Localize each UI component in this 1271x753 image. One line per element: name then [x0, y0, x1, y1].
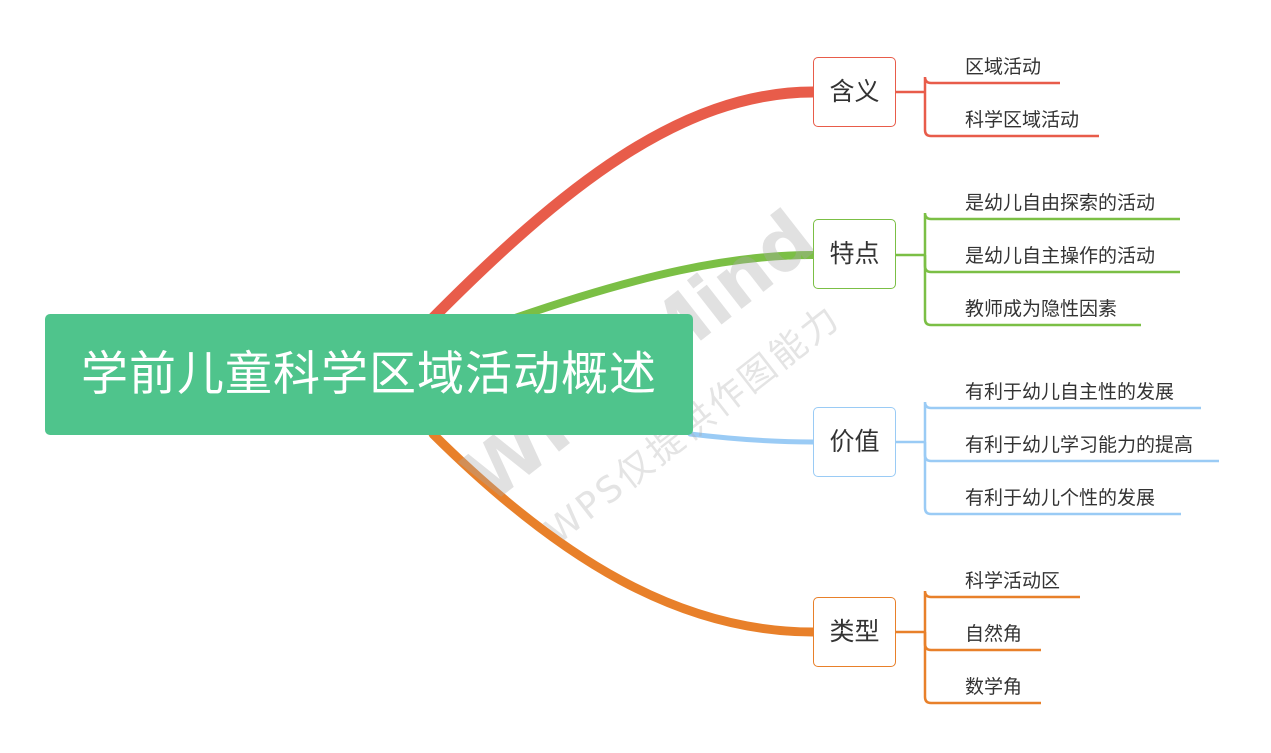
branch-leixing[interactable]: 类型 — [813, 597, 896, 667]
leaf-connector-0-1 — [923, 92, 1099, 138]
leaf-connector-1-2 — [923, 255, 1141, 327]
root-branch-curve-jiazhi — [687, 431, 816, 445]
leaf-connector-3-0 — [923, 590, 1080, 632]
leaf-jiazhi-3[interactable]: 有利于幼儿个性的发展 — [965, 487, 1156, 509]
leaf-connectors — [896, 76, 1219, 705]
leaf-connector-3-2 — [923, 632, 1041, 705]
root-branch-curve-hanyi — [427, 86, 819, 324]
branch-jiazhi[interactable]: 价值 — [813, 407, 896, 477]
leaf-connector-1-0 — [923, 212, 1180, 255]
leaf-leixing-1[interactable]: 科学活动区 — [965, 570, 1061, 592]
branch-hanyi[interactable]: 含义 — [813, 57, 896, 127]
leaf-hanyi-2[interactable]: 科学区域活动 — [965, 109, 1080, 131]
leaf-tedian-2[interactable]: 是幼儿自主操作的活动 — [965, 245, 1156, 267]
leaf-hanyi-1[interactable]: 区域活动 — [965, 56, 1042, 78]
leaf-connector-2-0 — [923, 401, 1201, 442]
root-branch-curve-tedian — [511, 251, 817, 322]
leaf-jiazhi-2[interactable]: 有利于幼儿学习能力的提高 — [965, 434, 1194, 456]
root-branch-curve-leixing — [428, 429, 818, 637]
leaf-tedian-1[interactable]: 是幼儿自由探索的活动 — [965, 192, 1156, 214]
root-topic[interactable]: 学前儿童科学区域活动概述 — [45, 314, 693, 435]
leaf-jiazhi-1[interactable]: 有利于幼儿自主性的发展 — [965, 381, 1175, 403]
leaf-connector-2-2 — [923, 442, 1181, 516]
leaf-leixing-2[interactable]: 自然角 — [965, 623, 1023, 645]
leaf-connector-0-0 — [923, 76, 1060, 92]
leaf-leixing-3[interactable]: 数学角 — [965, 676, 1023, 698]
leaf-tedian-3[interactable]: 教师成为隐性因素 — [965, 298, 1118, 320]
branch-tedian[interactable]: 特点 — [813, 219, 896, 289]
